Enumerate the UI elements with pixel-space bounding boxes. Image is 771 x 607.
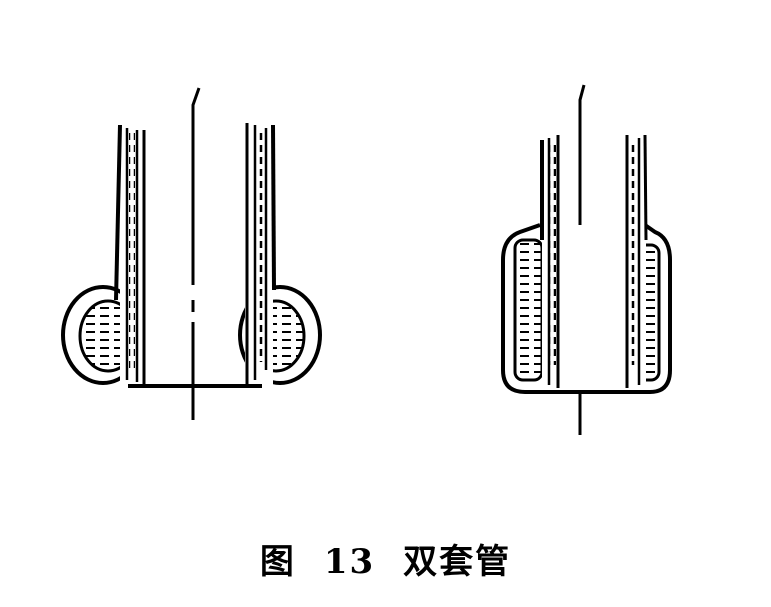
figure-caption: 图 13 双套管	[0, 534, 771, 583]
figure-label: 图	[259, 542, 296, 582]
left-fill	[513, 238, 544, 382]
figure-title: 双套管	[403, 542, 512, 582]
figure-number: 13	[323, 542, 376, 582]
left-variant-round-bulb	[61, 87, 322, 420]
center-axis-line	[191, 87, 201, 420]
right-variant-capsule	[501, 84, 672, 435]
